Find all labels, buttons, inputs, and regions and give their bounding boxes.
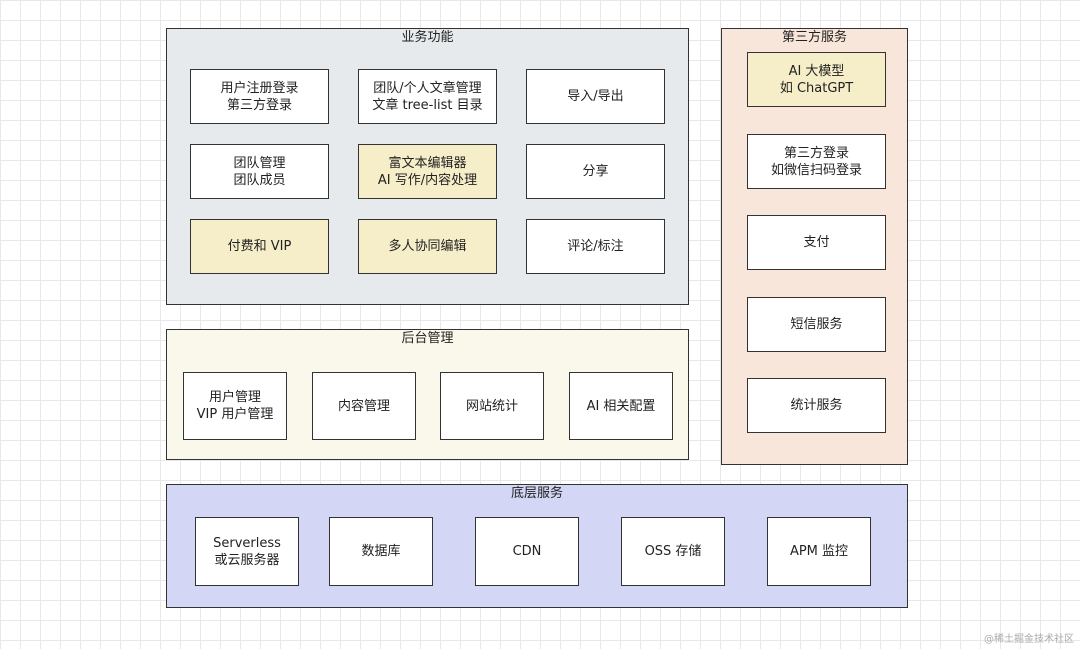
box-third-party-login: 第三方登录 如微信扫码登录 [747,134,886,189]
box-rich-text-editor: 富文本编辑器 AI 写作/内容处理 [358,144,497,199]
box-database: 数据库 [329,517,433,586]
box-user-register-login: 用户注册登录 第三方登录 [190,69,329,124]
infra-group: 底层服务 Serverless 或云服务器 数据库 CDN OSS 存储 APM… [166,484,908,608]
box-statistics-service: 统计服务 [747,378,886,433]
box-oss-storage: OSS 存储 [621,517,725,586]
third-party-group: 第三方服务 AI 大模型 如 ChatGPT 第三方登录 如微信扫码登录 支付 … [721,28,908,465]
box-payment: 支付 [747,215,886,270]
box-collaborative-editing: 多人协同编辑 [358,219,497,274]
box-apm-monitoring: APM 监控 [767,517,871,586]
box-share: 分享 [526,144,665,199]
box-payment-vip: 付费和 VIP [190,219,329,274]
box-serverless: Serverless 或云服务器 [195,517,299,586]
box-team-management: 团队管理 团队成员 [190,144,329,199]
admin-group: 后台管理 用户管理 VIP 用户管理 内容管理 网站统计 AI 相关配置 [166,329,689,460]
box-content-management: 内容管理 [312,372,416,440]
box-import-export: 导入/导出 [526,69,665,124]
third-party-group-title: 第三方服务 [781,30,847,45]
box-user-management: 用户管理 VIP 用户管理 [183,372,287,440]
box-site-statistics: 网站统计 [440,372,544,440]
business-group-title: 业务功能 [401,30,454,45]
watermark: @稀土掘金技术社区 [984,634,1074,645]
box-article-management: 团队/个人文章管理 文章 tree-list 目录 [358,69,497,124]
admin-group-title: 后台管理 [401,331,454,346]
box-ai-model: AI 大模型 如 ChatGPT [747,52,886,107]
box-comment-annotation: 评论/标注 [526,219,665,274]
business-group: 业务功能 用户注册登录 第三方登录 团队/个人文章管理 文章 tree-list… [166,28,689,305]
box-sms-service: 短信服务 [747,297,886,352]
infra-group-title: 底层服务 [510,486,563,501]
box-cdn: CDN [475,517,579,586]
box-ai-config: AI 相关配置 [569,372,673,440]
